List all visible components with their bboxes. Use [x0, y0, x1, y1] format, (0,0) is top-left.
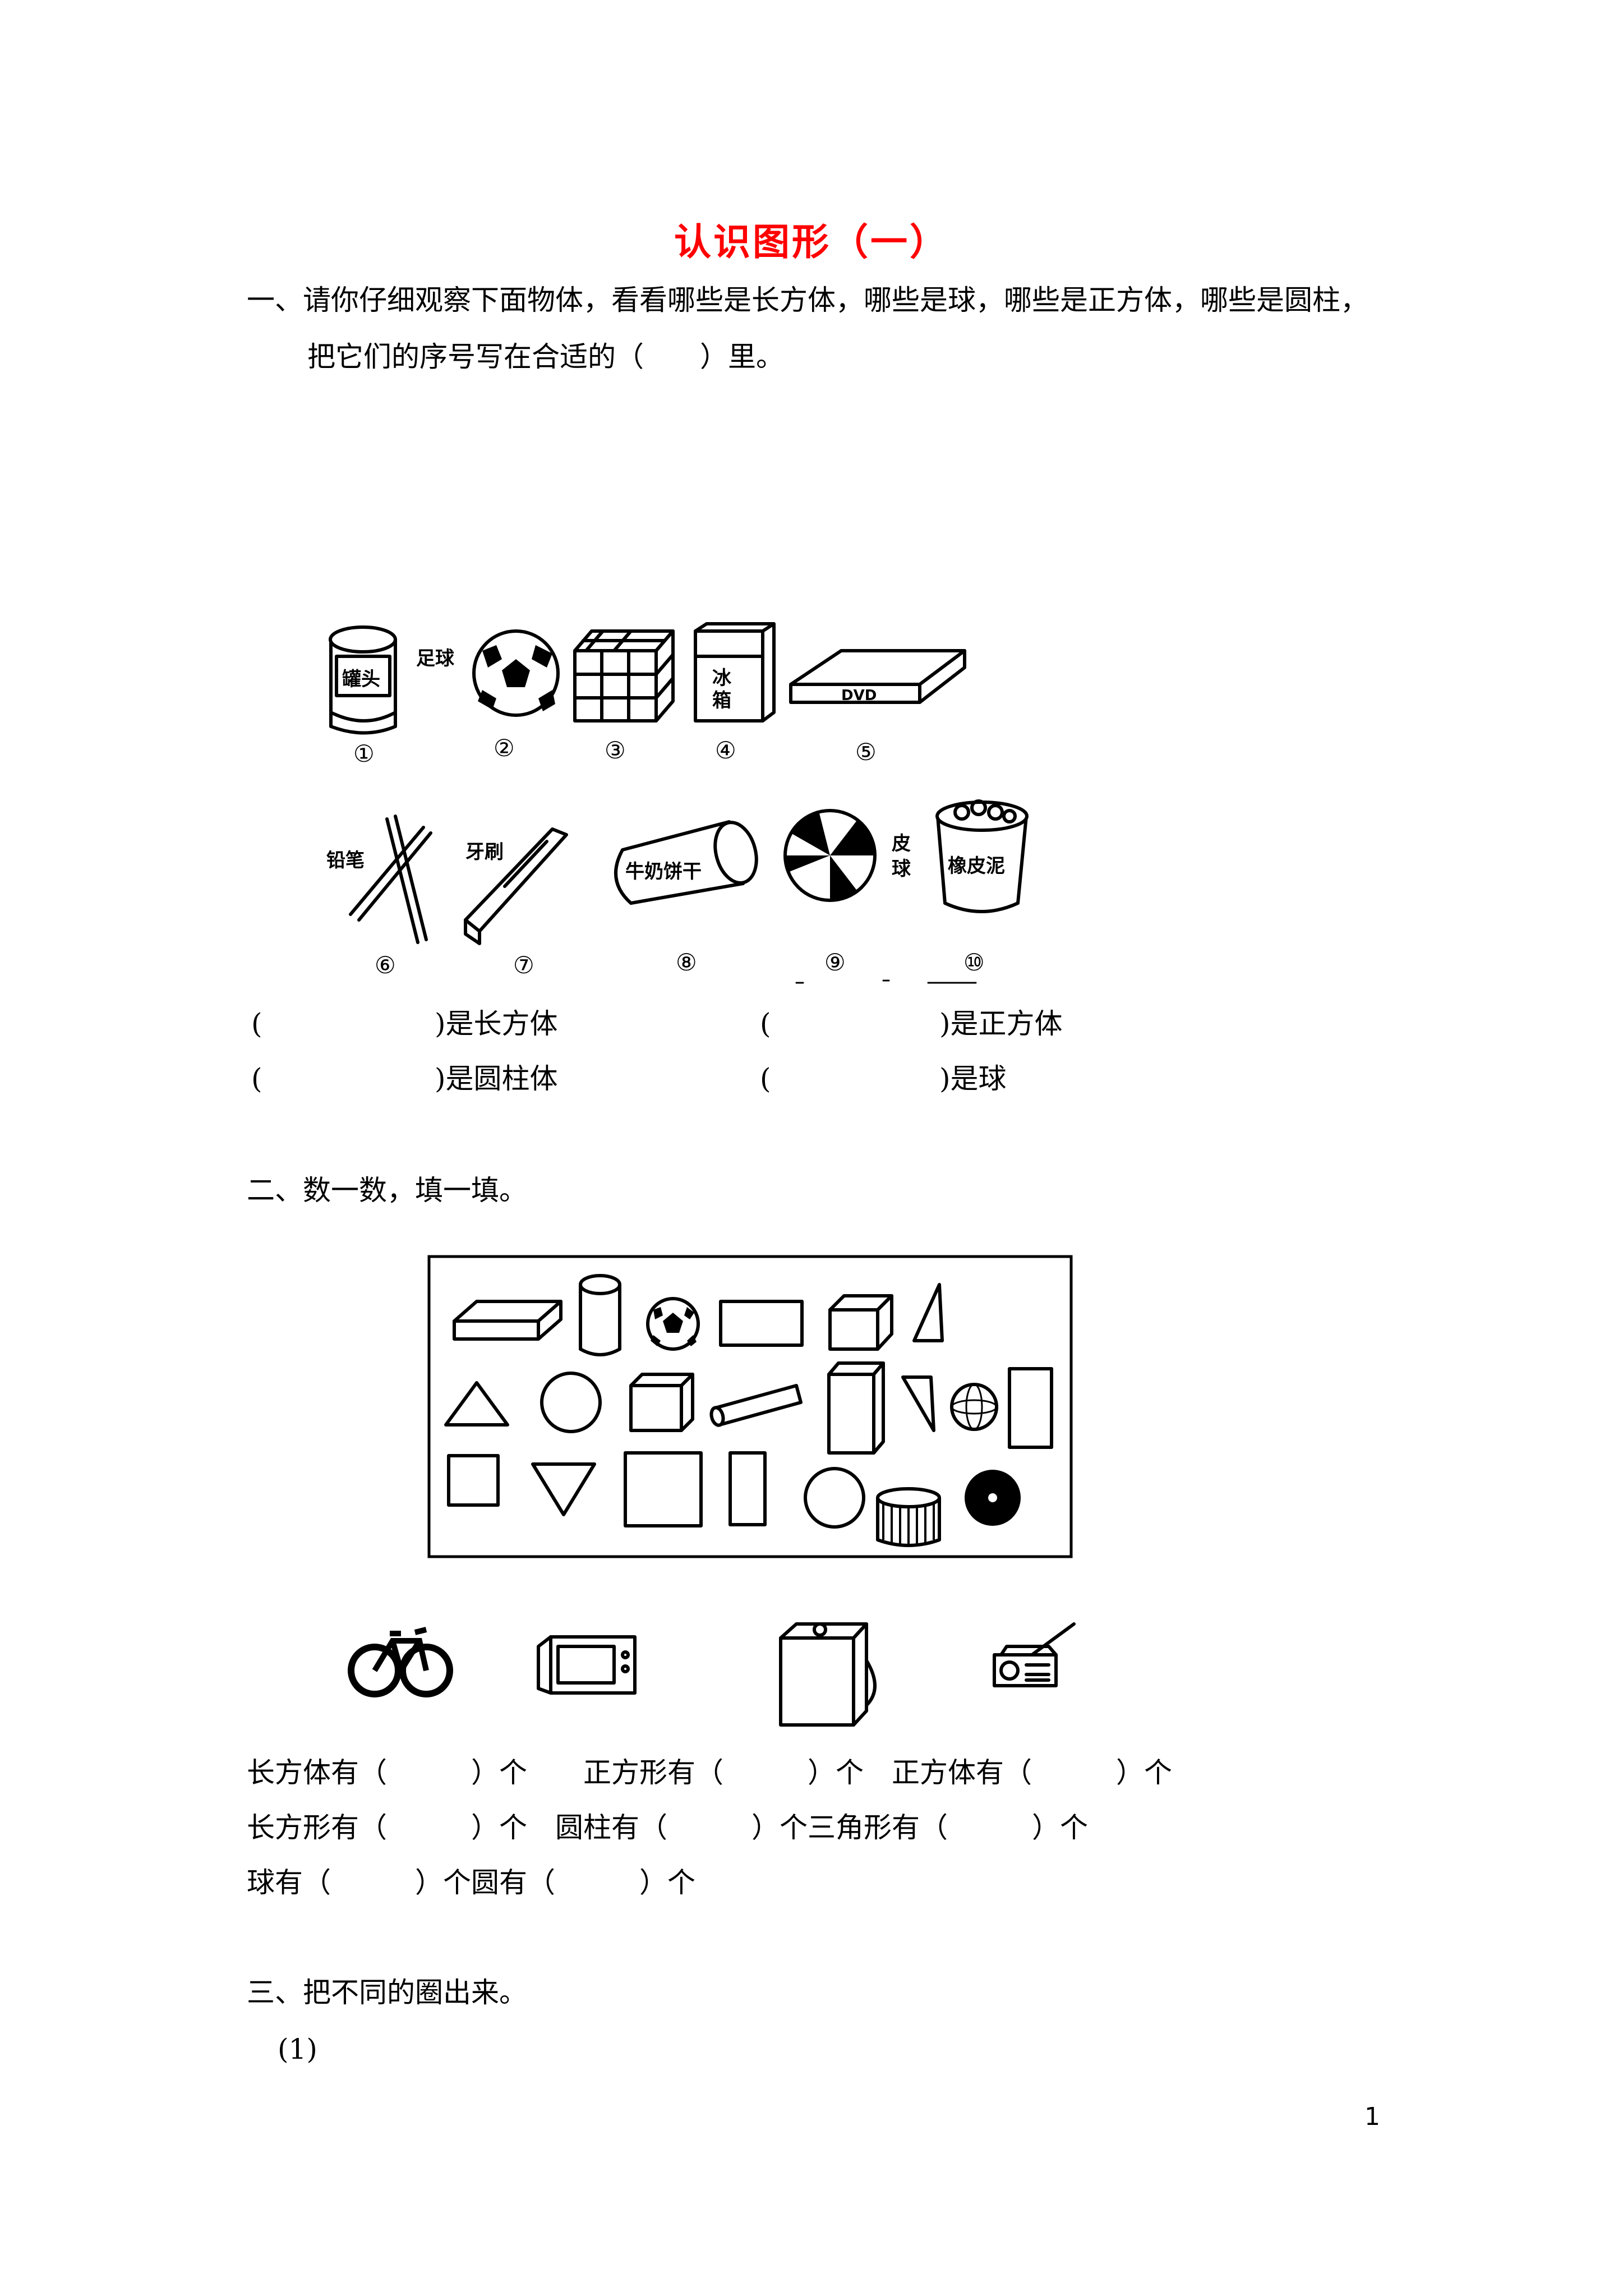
- svg-text:皮: 皮: [892, 832, 911, 855]
- number-3: ③: [605, 737, 626, 764]
- section2-fill-line2: 长方形有（ ）个 圆柱有（ ）个三角形有（ ）个: [247, 1811, 1088, 1844]
- answer-cuboid: 是长方体: [445, 1007, 558, 1040]
- football-image: [472, 629, 560, 717]
- svg-text:箱: 箱: [712, 689, 731, 712]
- section3-question: 三、把不同的圈出来。: [247, 1976, 527, 2009]
- number-8: ⑧: [676, 949, 697, 976]
- number-2: ②: [494, 734, 515, 762]
- page-title: 认识图形（一）: [674, 220, 949, 264]
- section1-question-line1: 一、请你仔细观察下面物体，看看哪些是长方体，哪些是球，哪些是正方体，哪些是圆柱，: [247, 284, 1368, 316]
- page-number: 1: [1364, 2102, 1380, 2131]
- pencils-image: [349, 815, 432, 944]
- washing-machine-image: [779, 1622, 877, 1727]
- section2-fill-line3: 球有（ ）个圆有（ ）个: [247, 1866, 695, 1899]
- number-5: ⑤: [855, 738, 877, 766]
- number-6: ⑥: [375, 951, 396, 979]
- svg-text:冰: 冰: [712, 667, 732, 689]
- rubiks-cube-image: [573, 629, 675, 723]
- biscuit-tube-image: 牛奶饼干: [614, 820, 758, 905]
- bicycle-image: [348, 1627, 453, 1697]
- football-label: 足球: [416, 647, 455, 670]
- fridge-image: 冰 箱: [694, 622, 776, 723]
- answer-sphere: 是球: [950, 1062, 1007, 1095]
- dvd-player-image: DVD: [789, 649, 966, 704]
- number-10: ⑩: [963, 949, 985, 976]
- beach-ball-image: [783, 809, 877, 902]
- answer-cube: 是正方体: [950, 1007, 1063, 1040]
- clay-bucket-image: 橡皮泥: [935, 799, 1029, 913]
- section2-fill-line1: 长方体有（ ）个 正方形有（ ）个 正方体有（ ）个: [247, 1756, 1172, 1789]
- tv-image: [537, 1635, 637, 1695]
- number-1: ①: [353, 740, 375, 767]
- svg-text:球: 球: [892, 858, 911, 880]
- number-9: ⑨: [824, 949, 846, 976]
- number-4: ④: [715, 737, 736, 764]
- section1-question-line2: 把它们的序号写在合适的（ ）里。: [307, 341, 784, 373]
- section3-sub1: (1): [278, 2033, 317, 2065]
- clay-label: 橡皮泥: [948, 855, 1005, 877]
- pencil-label: 铅笔: [326, 849, 365, 872]
- dvd-label: DVD: [841, 687, 877, 704]
- toothbrush-label: 牙刷: [465, 841, 504, 863]
- toothbrush-image: [464, 827, 568, 945]
- biscuit-label: 牛奶饼干: [625, 861, 702, 883]
- section2-question: 二、数一数，填一填。: [247, 1174, 527, 1207]
- radio-image: [993, 1622, 1076, 1687]
- number-7: ⑦: [513, 951, 534, 979]
- can-image: 罐头: [329, 625, 397, 735]
- answer-cylinder: 是圆柱体: [445, 1062, 558, 1095]
- can-label: 罐头: [342, 668, 380, 691]
